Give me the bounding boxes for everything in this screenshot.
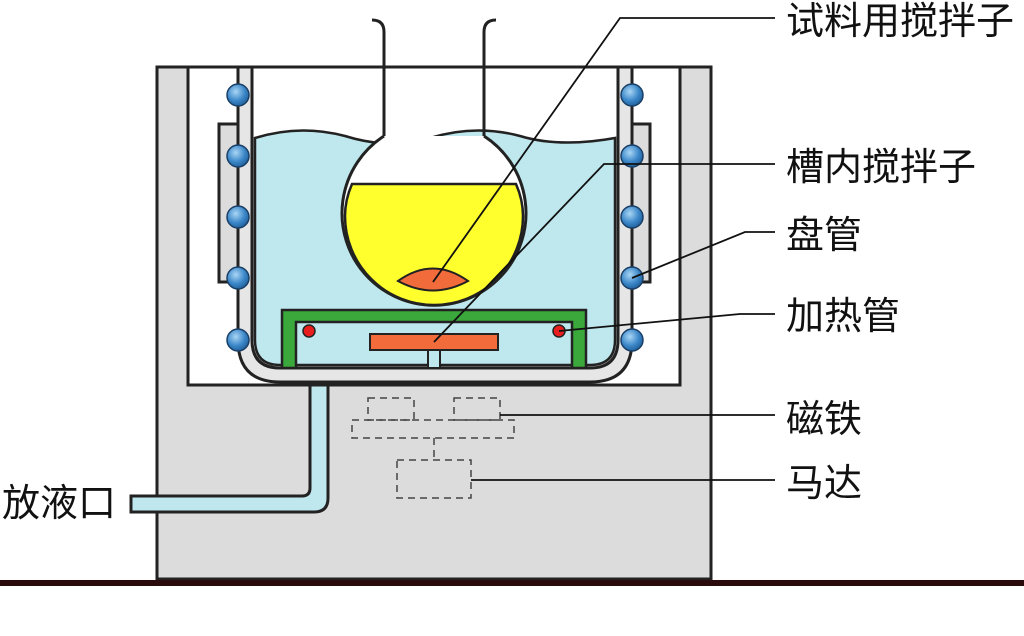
leader-sample-stirrer [432,17,775,283]
label-sample-stirrer: 试料用搅拌子 [786,0,1014,43]
heating-tube-icon [302,324,316,338]
label-bath-stirrer: 槽内搅拌子 [786,145,976,189]
magnet-assembly [351,397,515,499]
label-heating-tube: 加热管 [786,294,900,338]
coil-tube-icon [226,266,250,290]
base-line [0,580,1024,586]
leader-coil-tube [631,231,775,279]
coil-tube-icon [226,205,250,229]
label-motor: 马达 [786,461,862,505]
leader-lines [432,17,775,481]
sample-stirrer-bar [396,267,470,292]
sample-liquid [343,182,525,307]
coil-tube-icon [226,144,250,168]
magnet-block [351,419,515,439]
coil-tube-icon [226,83,250,107]
sample-flask [340,18,528,307]
leader-heating-tube [558,313,775,332]
coil-tube-icon [226,328,250,352]
label-drain-outlet: 放液口 [2,481,116,525]
flask-neck-left [371,18,386,136]
coil-tube-icon [620,205,644,229]
flask-neck-right [482,18,497,136]
label-magnet: 磁铁 [786,397,862,441]
coil-tube-icon [620,144,644,168]
label-coil-tube: 盘管 [786,213,862,257]
coil-tube-icon [620,328,644,352]
drain-pipe [129,383,330,514]
tank-wall-outer [236,65,634,384]
left-coil-tubes [226,83,250,352]
stirrer-shaft [427,349,441,369]
coil-tube-icon [620,83,644,107]
motor-block [396,459,472,499]
heater-assembly [280,308,588,370]
leader-bath-stirrer [433,163,775,343]
